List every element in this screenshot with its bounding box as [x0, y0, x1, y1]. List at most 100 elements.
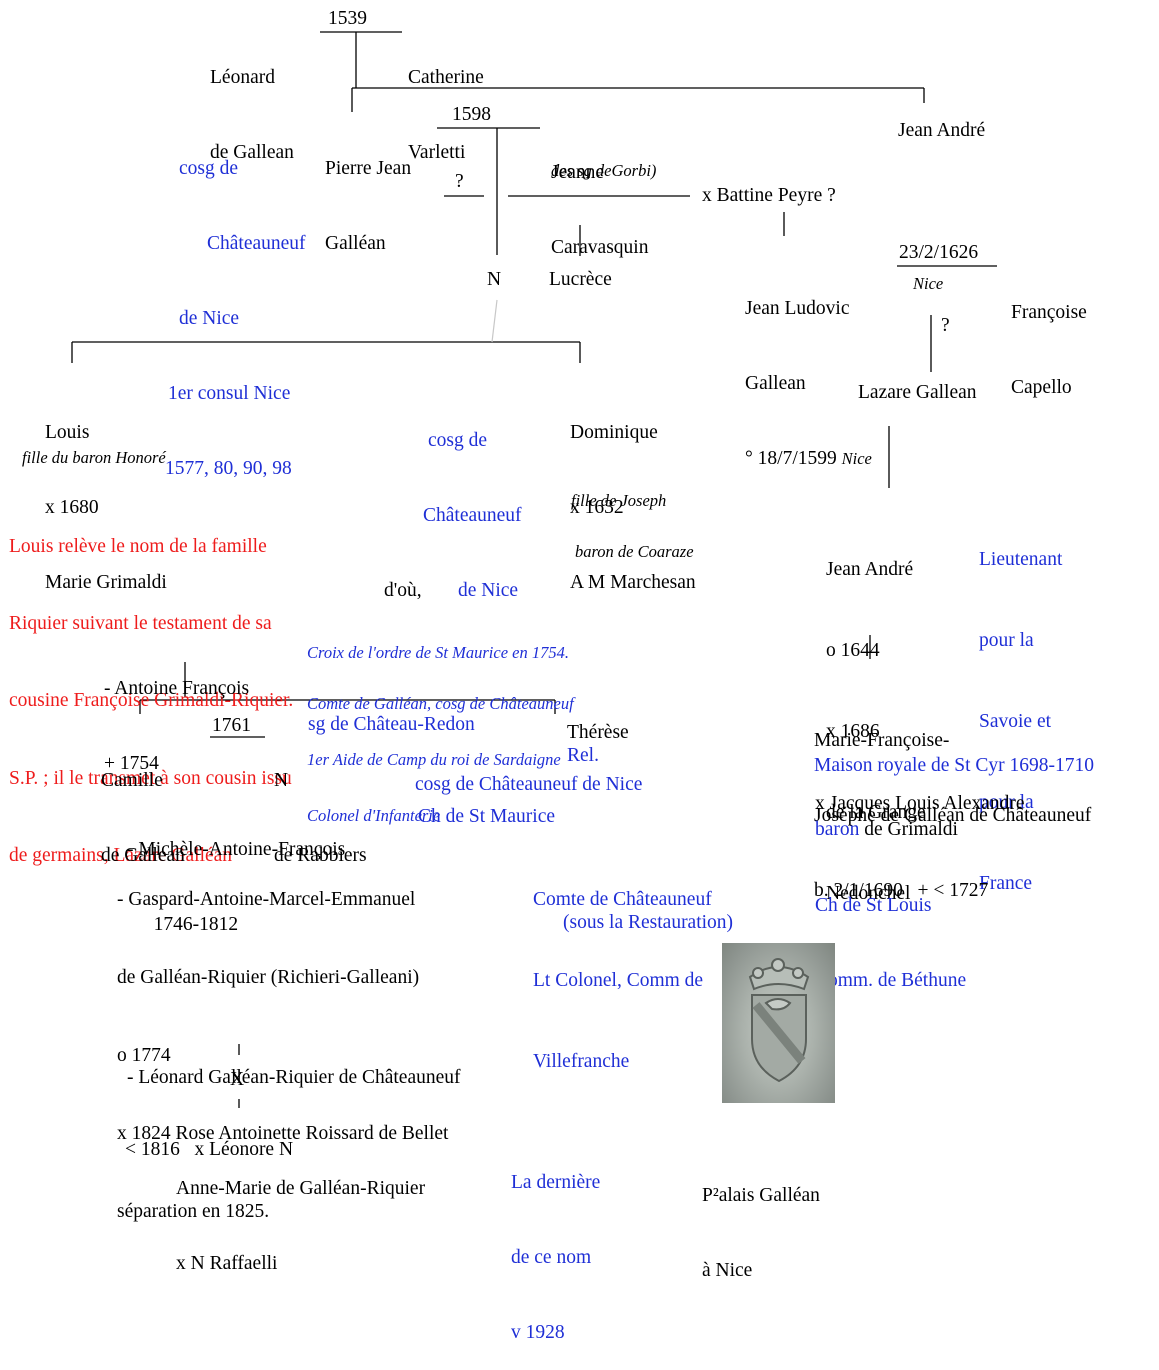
anne-marie: Anne-Marie de Galléan-Riquier x N Raffae…: [176, 1126, 425, 1301]
name-line: o 1644: [826, 640, 880, 661]
note-line: de ce nom: [511, 1247, 592, 1268]
pierre-jean-titles: cosg de Châteauneuf de Nice 1er consul N…: [165, 106, 306, 506]
leonard-galleau-riquier: - Léonard Galléan-Riquier de Châteauneuf…: [125, 1018, 461, 1186]
name-line: b. 2/1/1690 + < 1727: [814, 880, 989, 901]
name-line: < 1816 x Léonore N: [125, 1139, 294, 1160]
note-line: Croix de l'ordre de St Maurice en 1754.: [307, 643, 569, 662]
name-line: x N Raffaelli: [176, 1253, 278, 1274]
jean-ludovic-gallean: Jean Ludovic Gallean ° 18/7/1599 Nice: [745, 246, 872, 496]
lazare-gallean: Lazare Gallean: [858, 382, 977, 403]
title-line: Châteauneuf: [423, 505, 522, 526]
name-line: de Grimaldi: [859, 819, 958, 840]
antoine-francois: - Antoine François + 1754: [104, 626, 249, 801]
chateau-redon: sg de Château-Redon: [308, 714, 475, 735]
note-line: Colonel d'Infanterie: [307, 806, 441, 825]
cosg-michele: cosg de Châteauneuf de Nice: [415, 774, 643, 795]
n-de-rabbiers: N de Rabbiers: [274, 718, 367, 893]
louis: Louis x 1680 Marie Grimaldi: [45, 370, 167, 620]
name-line: Galléan: [325, 233, 386, 254]
coat-of-arms-photo: [722, 943, 835, 1103]
maison-royale: Maison royale de St Cyr 1698-1710: [814, 755, 1095, 776]
note-line: Comte de Galléan, cosg de Châteauneuf: [307, 694, 574, 713]
name-line: Jeanne: [551, 162, 605, 183]
tree-lines: [71, 31, 997, 1108]
n-child: N: [487, 269, 502, 290]
restauration: (sous la Restauration): [563, 912, 734, 933]
name-line: Catherine: [408, 67, 484, 88]
name-line: Camille: [101, 770, 163, 791]
name-line: Louis: [45, 422, 90, 443]
name-line: de Galléan-Riquier (Richieri-Galleani): [117, 967, 420, 988]
therese-rel: Rel.: [567, 745, 599, 766]
therese: Thérèse: [567, 722, 629, 743]
name-line: x 1680: [45, 497, 99, 518]
louis-riquier-note: Louis relève le nom de la famille Riquie…: [9, 482, 293, 895]
title-line: pour la: [979, 630, 1034, 651]
title-line: Savoie et: [979, 711, 1052, 732]
title-line: Comm. de Béthune: [815, 970, 967, 991]
baron-title: baron: [815, 819, 860, 840]
note-line: cousine Françoise Grimaldi-Riquier.: [9, 690, 294, 712]
jeanne-note: des sg deGorbi): [551, 161, 657, 180]
name-line: Joséphe de Galléan de Châteauneuf: [814, 805, 1092, 826]
note-line: Riquier suivant le testament de sa: [9, 612, 272, 634]
marriage-date-1626: 23/2/1626: [899, 242, 979, 263]
x-mark: X: [230, 1069, 245, 1090]
name-line: + 1754: [104, 753, 159, 774]
name-line: de Gallean: [101, 845, 185, 866]
name-line: de la Grange: [826, 802, 926, 823]
jeanne-caravasquin: Jeanne Caravasquin: [551, 110, 648, 285]
lieutenant-note: Lieutenant pour la Savoie et pour la Fra…: [979, 492, 1062, 924]
title-line: cosg de: [428, 430, 488, 451]
note-line: v 1928: [511, 1322, 565, 1343]
birth-date: ° 18/7/1599: [745, 448, 842, 469]
catherine-varletti: Catherine Varletti: [408, 15, 484, 190]
michele-antoine-francois: - Michèle-Antoine-François 1746-1812: [127, 787, 345, 962]
ch-st-maurice: Ch de St Maurice: [418, 806, 556, 827]
title-line: Lieutenant: [979, 549, 1063, 570]
marriage-date-1539: 1539: [328, 8, 367, 29]
name-line: - Léonard Galléan-Riquier de Châteauneuf: [127, 1067, 461, 1088]
dominique-note: fille de Joseph baron de Coaraze: [571, 458, 694, 577]
baron-de-grimaldi: baron de Grimaldi: [815, 817, 958, 842]
cosg-chateauneuf-mid: cosg de Châteauneuf de Nice: [423, 378, 522, 628]
title-line: Lt Colonel, Comm de: [533, 970, 704, 991]
name-line: 1746-1812: [139, 914, 239, 935]
title-line: Ch de St Louis: [815, 895, 932, 916]
name-line: Caravasquin: [551, 237, 649, 258]
jean-andre-top: Jean André: [898, 120, 986, 141]
title-line: France: [979, 873, 1033, 894]
title-line: de Nice: [458, 580, 519, 601]
derniere-note: La dernière de ce nom v 1928: [511, 1120, 600, 1370]
coat-of-arms-icon: [748, 958, 810, 1083]
name-line: Marie-Françoise-: [814, 730, 950, 751]
name-line: Léonard: [210, 67, 275, 88]
lucrece: Lucrèce: [549, 269, 612, 290]
title-line: pour la: [979, 792, 1034, 813]
caption-line: P²alais Galléan: [702, 1185, 820, 1206]
note-line: de germains, Lazare Galléan: [9, 845, 233, 867]
name-line: Capello: [1011, 377, 1072, 398]
question-right: ?: [941, 315, 950, 336]
name-line: Françoise: [1011, 302, 1087, 323]
name-line: Varletti: [408, 142, 466, 163]
marriage-date-1761: 1761: [212, 715, 251, 736]
name-line: Dominique: [570, 422, 658, 443]
camille-de-gallean: Camille de Gallean: [101, 718, 185, 893]
question-left: ?: [455, 171, 464, 192]
dou: d'où,: [384, 580, 422, 601]
note-line: fille de Joseph: [571, 491, 667, 510]
name-line: N: [274, 770, 289, 791]
birth-place: Nice: [841, 449, 872, 468]
name-line: A M Marchesan: [570, 572, 696, 593]
note-line: S.P. ; il le transmet à son cousin issu: [9, 767, 292, 789]
marie-francoise: Marie-Françoise- Joséphe de Galléan de C…: [814, 678, 1091, 928]
caption-line: à Nice: [702, 1260, 753, 1281]
battine-peyre: x Battine Peyre ?: [702, 185, 836, 206]
title-line: 1er consul Nice: [168, 383, 291, 404]
note-line: baron de Coaraze: [575, 542, 694, 561]
name-line: x 1824 Rose Antoinette Roissard de Belle…: [117, 1123, 449, 1144]
title-line: de Nice: [179, 308, 240, 329]
note-line: Louis relève le nom de la famille: [9, 535, 267, 557]
gaspard-titles: Comte de Châteauneuf Lt Colonel, Comm de…: [533, 832, 712, 1102]
